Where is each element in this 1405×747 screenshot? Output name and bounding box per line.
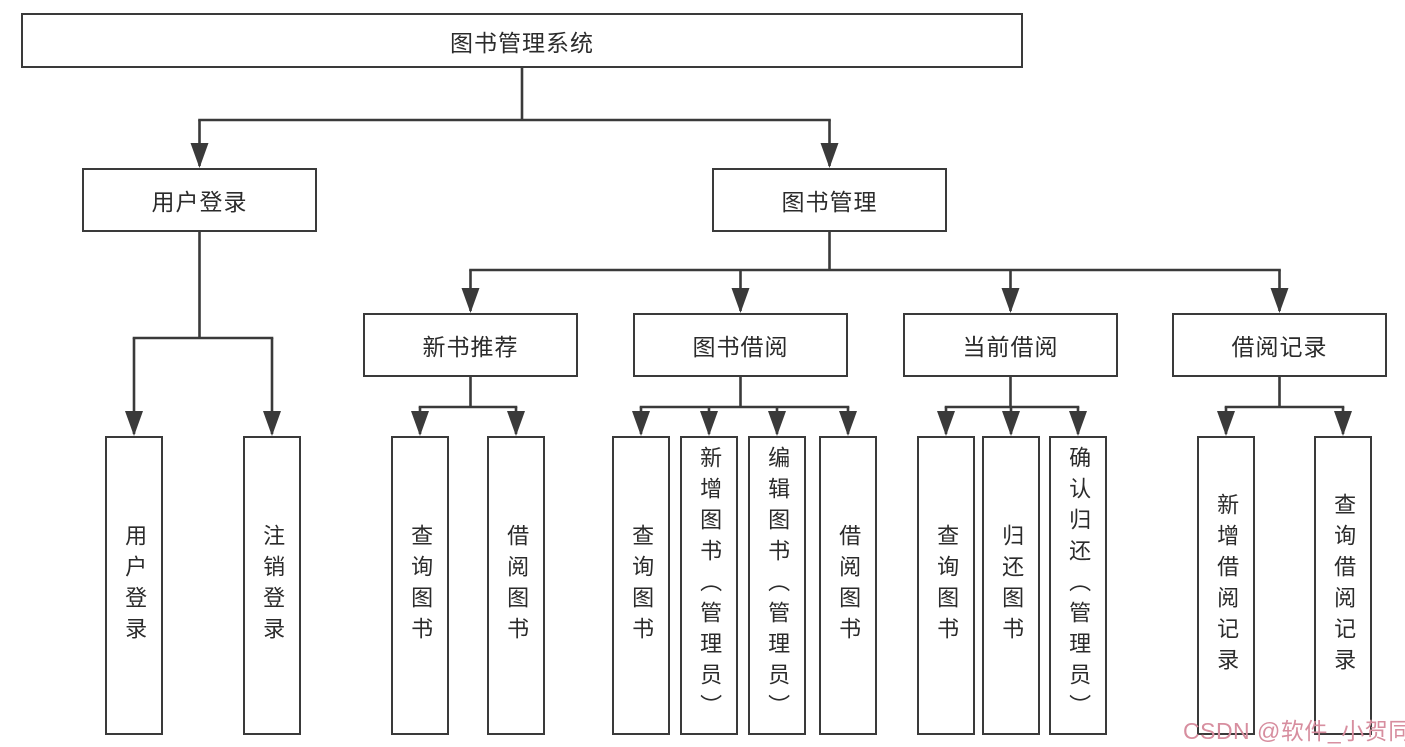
leaf-query-borrow-record: 查询借阅记录 <box>1314 436 1372 735</box>
node-label: 查询图书 <box>408 523 434 648</box>
node-label: 归还图书 <box>999 523 1025 648</box>
leaf-return-books: 归还图书 <box>982 436 1040 735</box>
node-label: 查询借阅记录 <box>1331 492 1357 679</box>
leaf-borrow-books: 借阅图书 <box>819 436 877 735</box>
node-label: 借阅图书 <box>504 523 530 648</box>
node-label: 当前借阅 <box>962 334 1059 360</box>
node-label: 确认归还（管理员） <box>1066 446 1092 725</box>
connector-edges <box>132 68 1345 434</box>
node-label: 图书借阅 <box>692 334 789 360</box>
node-label: 用户登录 <box>122 523 148 648</box>
node-label: 图书管理系统 <box>450 29 594 56</box>
leaf-user-login: 用户登录 <box>105 436 163 735</box>
node-label: 查询图书 <box>629 523 655 648</box>
node-label: 新增图书（管理员） <box>697 446 723 725</box>
node-new-book-recommend: 新书推荐 <box>363 313 578 377</box>
csdn-watermark: CSDN @软件_小贺同学 <box>1183 718 1405 744</box>
node-library-management-system: 图书管理系统 <box>21 13 1023 68</box>
node-label: 借阅记录 <box>1231 334 1328 360</box>
node-label: 编辑图书（管理员） <box>765 446 791 725</box>
leaf-borrow-books-recommend: 借阅图书 <box>487 436 545 735</box>
node-current-borrow: 当前借阅 <box>903 313 1118 377</box>
node-user-login: 用户登录 <box>82 168 317 232</box>
node-label: 注销登录 <box>260 523 286 648</box>
leaf-add-borrow-record: 新增借阅记录 <box>1197 436 1255 735</box>
node-label: 新书推荐 <box>422 334 519 360</box>
node-label: 用户登录 <box>151 189 248 215</box>
leaf-add-books-admin: 新增图书（管理员） <box>680 436 738 735</box>
leaf-edit-books-admin: 编辑图书（管理员） <box>748 436 806 735</box>
node-label: 查询图书 <box>934 523 960 648</box>
leaf-logout: 注销登录 <box>243 436 301 735</box>
leaf-query-books-recommend: 查询图书 <box>391 436 449 735</box>
node-book-borrow: 图书借阅 <box>633 313 848 377</box>
node-label: 借阅图书 <box>836 523 862 648</box>
node-book-management: 图书管理 <box>712 168 947 232</box>
node-label: 新增借阅记录 <box>1214 492 1240 679</box>
node-label: 图书管理 <box>781 189 878 215</box>
node-borrow-records: 借阅记录 <box>1172 313 1387 377</box>
leaf-query-books: 查询图书 <box>612 436 670 735</box>
leaf-query-books-current: 查询图书 <box>917 436 975 735</box>
leaf-confirm-return-admin: 确认归还（管理员） <box>1049 436 1107 735</box>
